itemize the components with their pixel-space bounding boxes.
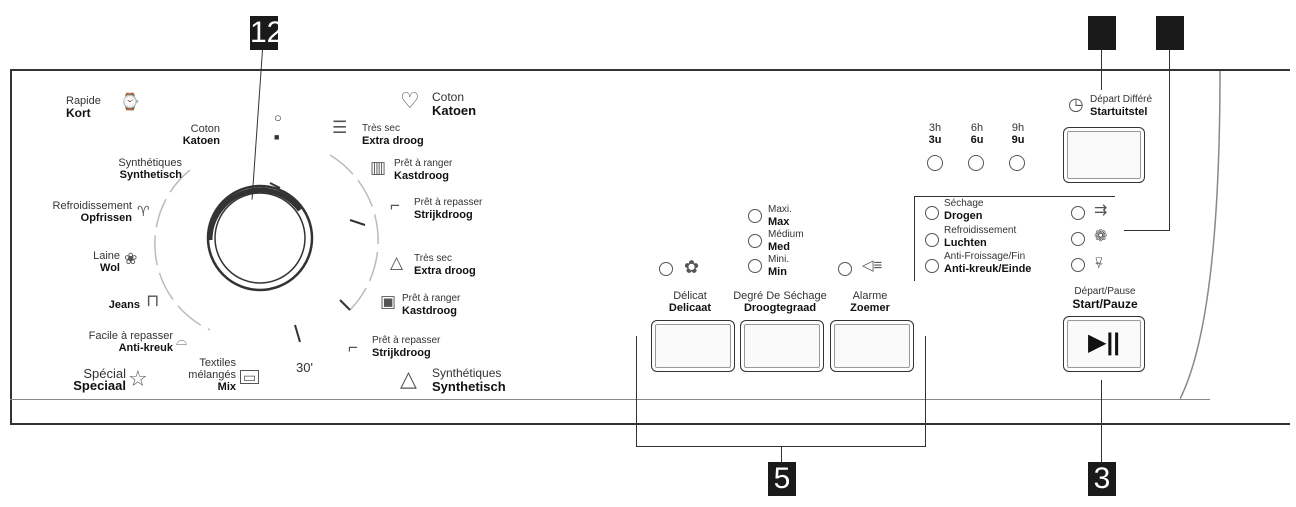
program-pret-ranger-1: Prêt à ranger Kastdroog: [394, 158, 453, 182]
program-coton-dial: Coton Katoen: [182, 123, 220, 147]
phase-box: [914, 196, 1115, 281]
level-maxi: Maxi. Max: [768, 204, 792, 228]
program-tres-sec-2: Très sec Extra droog: [414, 253, 476, 277]
phase-sechage: Séchage Drogen: [944, 198, 984, 222]
led-maxi: [748, 209, 762, 223]
bracket-5-left: [636, 336, 637, 446]
pret-ranger-2-icon: ▣: [380, 292, 397, 311]
level-mini: Mini. Min: [768, 254, 790, 278]
star-icon: ☆: [128, 366, 148, 391]
phase-refroid: Refroidissement Luchten: [944, 225, 1017, 249]
mix-icon: ▭: [240, 370, 260, 384]
program-facile: Facile à repasser Anti-kreuk: [88, 330, 173, 354]
condenser-icon: ⍫: [1094, 255, 1104, 272]
callout-phases-line: [1169, 50, 1170, 230]
phase-antifroissage: Anti-Froissage/Fin Anti-kreuk/Einde: [944, 251, 1032, 275]
program-special: Spécial Speciaal: [73, 366, 126, 393]
callout-12: 12: [250, 16, 284, 50]
led-mini: [748, 259, 762, 273]
program-synth-group: Synthétiques Synthetisch: [432, 366, 506, 394]
water-container-icon: ⇉: [1094, 202, 1108, 219]
callout-5: 5: [768, 462, 796, 496]
wool-icon: ❀: [124, 251, 138, 268]
program-tres-sec-1: Très sec Extra droog: [362, 123, 424, 147]
pret-repasser-2-icon: ⌐: [348, 338, 358, 357]
led-filter: [1071, 232, 1085, 246]
program-pret-ranger-2: Prêt à ranger Kastdroog: [402, 293, 461, 317]
program-jeans: Jeans: [108, 299, 140, 311]
program-textiles: Textiles mélangés Mix: [188, 357, 236, 393]
led-delicat: [659, 262, 673, 276]
led-medium: [748, 234, 762, 248]
led-6h: [968, 155, 984, 171]
flower-icon: ✿: [684, 257, 700, 277]
led-antifroissage: [925, 259, 939, 273]
led-3h: [927, 155, 943, 171]
program-pret-repasser-2: Prêt à repasser Strijkdroog: [372, 335, 441, 359]
panel-curve: [1180, 70, 1221, 400]
dial-30-label: 30': [296, 360, 313, 375]
label-delicat: Délicat Delicaat: [668, 290, 712, 314]
jeans-icon: ⊓: [146, 291, 160, 310]
label-degre: Degré De Séchage Droogtegraad: [733, 290, 827, 314]
cotton-icon: ♡: [400, 88, 420, 113]
panel-lower-edge: [10, 399, 1210, 400]
speaker-icon: ◁≡: [862, 257, 883, 274]
delay-6h: 6h 6u: [970, 122, 984, 146]
delicat-button[interactable]: [651, 320, 735, 372]
play-pause-icon: ▶||: [1088, 329, 1120, 356]
dial-off-symbol: ○: [274, 110, 282, 125]
callout-3-line: [1101, 380, 1102, 462]
fan-icon: ♈: [137, 203, 150, 219]
synth-group-icon: △: [400, 366, 417, 391]
label-alarme: Alarme Zoemer: [850, 290, 890, 314]
program-synthetiques-dial: Synthétiques Synthetisch: [118, 157, 182, 181]
callout-timer-line: [1101, 50, 1102, 90]
pret-repasser-1-icon: ⌐: [390, 196, 400, 215]
delay-start-button[interactable]: [1063, 127, 1145, 183]
rapide-icon: ⌚: [120, 94, 140, 111]
bracket-5-center: [781, 446, 782, 462]
label-depart-differe: Départ Différé Startuitstel: [1090, 94, 1153, 118]
callout-timer: [1088, 16, 1116, 50]
program-pret-repasser-1: Prêt à repasser Strijkdroog: [414, 197, 483, 221]
led-sechage: [925, 206, 939, 220]
dryness-level-button[interactable]: [740, 320, 824, 372]
led-alarme: [838, 262, 852, 276]
filter-icon: ❁: [1094, 228, 1108, 245]
tres-sec-2-icon: △: [390, 253, 404, 272]
program-dial[interactable]: [150, 110, 390, 380]
callout-3: 3: [1088, 462, 1116, 496]
dial-on-symbol: ■: [274, 132, 280, 142]
led-condenser: [1071, 258, 1085, 272]
delay-9h: 9h 9u: [1011, 122, 1025, 146]
pret-ranger-1-icon: ▥: [370, 158, 387, 177]
led-refroid: [925, 233, 939, 247]
program-laine: Laine Wol: [93, 250, 120, 274]
alarm-button[interactable]: [830, 320, 914, 372]
led-water: [1071, 206, 1085, 220]
start-pause-button[interactable]: ▶||: [1063, 316, 1145, 372]
program-refroidissement: Refroidissement Opfrissen: [52, 200, 132, 224]
delay-3h: 3h 3u: [928, 122, 942, 146]
callout-phases: [1156, 16, 1184, 50]
program-coton-group: Coton Katoen: [432, 90, 477, 118]
level-medium: Médium Med: [768, 229, 804, 253]
control-panel: [10, 69, 1290, 425]
program-rapide: Rapide Kort: [66, 95, 101, 120]
led-9h: [1009, 155, 1025, 171]
label-start: Départ/Pause Start/Pauze: [1072, 286, 1138, 311]
callout-phases-hline: [1124, 230, 1170, 231]
clock-icon: ◷: [1068, 94, 1084, 114]
iron-icon: ⌓: [176, 332, 188, 348]
bracket-5-right: [925, 336, 926, 446]
tres-sec-1-icon: ☰: [332, 118, 348, 137]
